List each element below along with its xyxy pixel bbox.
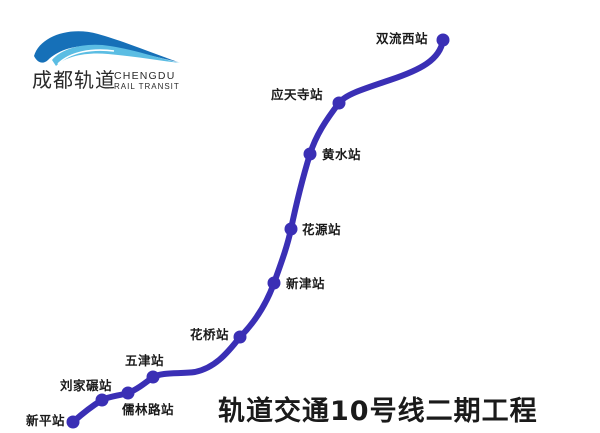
station-dot-icon bbox=[233, 330, 247, 344]
station-label: 黄水站 bbox=[322, 147, 362, 162]
station-label: 刘家碾站 bbox=[60, 378, 113, 393]
station-dot-icon bbox=[436, 33, 450, 47]
station-label: 新津站 bbox=[286, 276, 326, 291]
logo-swoosh-icon bbox=[34, 31, 180, 66]
logo-english-subtitle: RAIL TRANSIT bbox=[114, 82, 180, 91]
station-dot-icon bbox=[332, 96, 346, 110]
logo-english-name: CHENGDU bbox=[114, 70, 176, 82]
station-dot-icon bbox=[121, 386, 135, 400]
map-title: 轨道交通10号线二期工程 bbox=[218, 396, 538, 427]
station-dot-icon bbox=[284, 222, 298, 236]
station-dot-icon bbox=[267, 276, 281, 290]
station-dot-icon bbox=[66, 415, 80, 429]
logo-chinese-name: 成都轨道 bbox=[32, 68, 116, 92]
station-dot-icon bbox=[146, 370, 160, 384]
station-dot-icon bbox=[95, 393, 109, 407]
station-label: 儒林路站 bbox=[122, 402, 175, 417]
station-label: 双流西站 bbox=[376, 31, 429, 46]
station-label: 花桥站 bbox=[190, 327, 230, 342]
station-label: 花源站 bbox=[302, 222, 342, 237]
station-label: 新平站 bbox=[26, 413, 66, 428]
station-dot-icon bbox=[303, 147, 317, 161]
station-label: 应天寺站 bbox=[271, 87, 324, 102]
station-label: 五津站 bbox=[125, 353, 165, 368]
